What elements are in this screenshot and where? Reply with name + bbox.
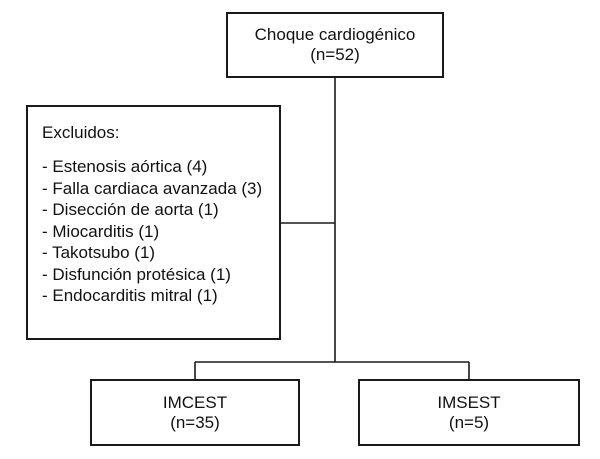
exclusion-item: - Endocarditis mitral (1) — [42, 286, 218, 305]
stemi-group-box: IMCEST (n=35) — [90, 379, 300, 446]
nstemi-group-count: (n=5) — [448, 412, 490, 432]
stemi-group-title: IMCEST — [162, 392, 228, 412]
stemi-group-count: (n=35) — [170, 412, 220, 432]
total-population-title: Choque cardiogénico — [254, 25, 416, 44]
exclusion-title: Excluidos: — [42, 123, 120, 142]
exclusion-item: - Estenosis aórtica (4) — [42, 157, 208, 176]
exclusion-item: - Takotsubo (1) — [42, 243, 156, 262]
total-population-count: (n=52) — [310, 45, 360, 64]
nstemi-group-box: IMSEST (n=5) — [358, 379, 580, 446]
exclusion-item: - Disección de aorta (1) — [42, 200, 219, 219]
nstemi-group-title: IMSEST — [437, 392, 501, 412]
total-population-box: Choque cardiogénico (n=52) — [226, 12, 444, 78]
exclusion-item: - Disfunción protésica (1) — [42, 264, 231, 284]
exclusion-item: - Falla cardiaca avanzada (3) — [42, 178, 263, 198]
exclusion-item: - Miocarditis (1) — [42, 221, 160, 241]
exclusion-box: Excluidos: - Estenosis aórtica (4) - Fal… — [26, 105, 281, 340]
exclusion-list: - Estenosis aórtica (4) - Falla cardiaca… — [42, 156, 279, 307]
